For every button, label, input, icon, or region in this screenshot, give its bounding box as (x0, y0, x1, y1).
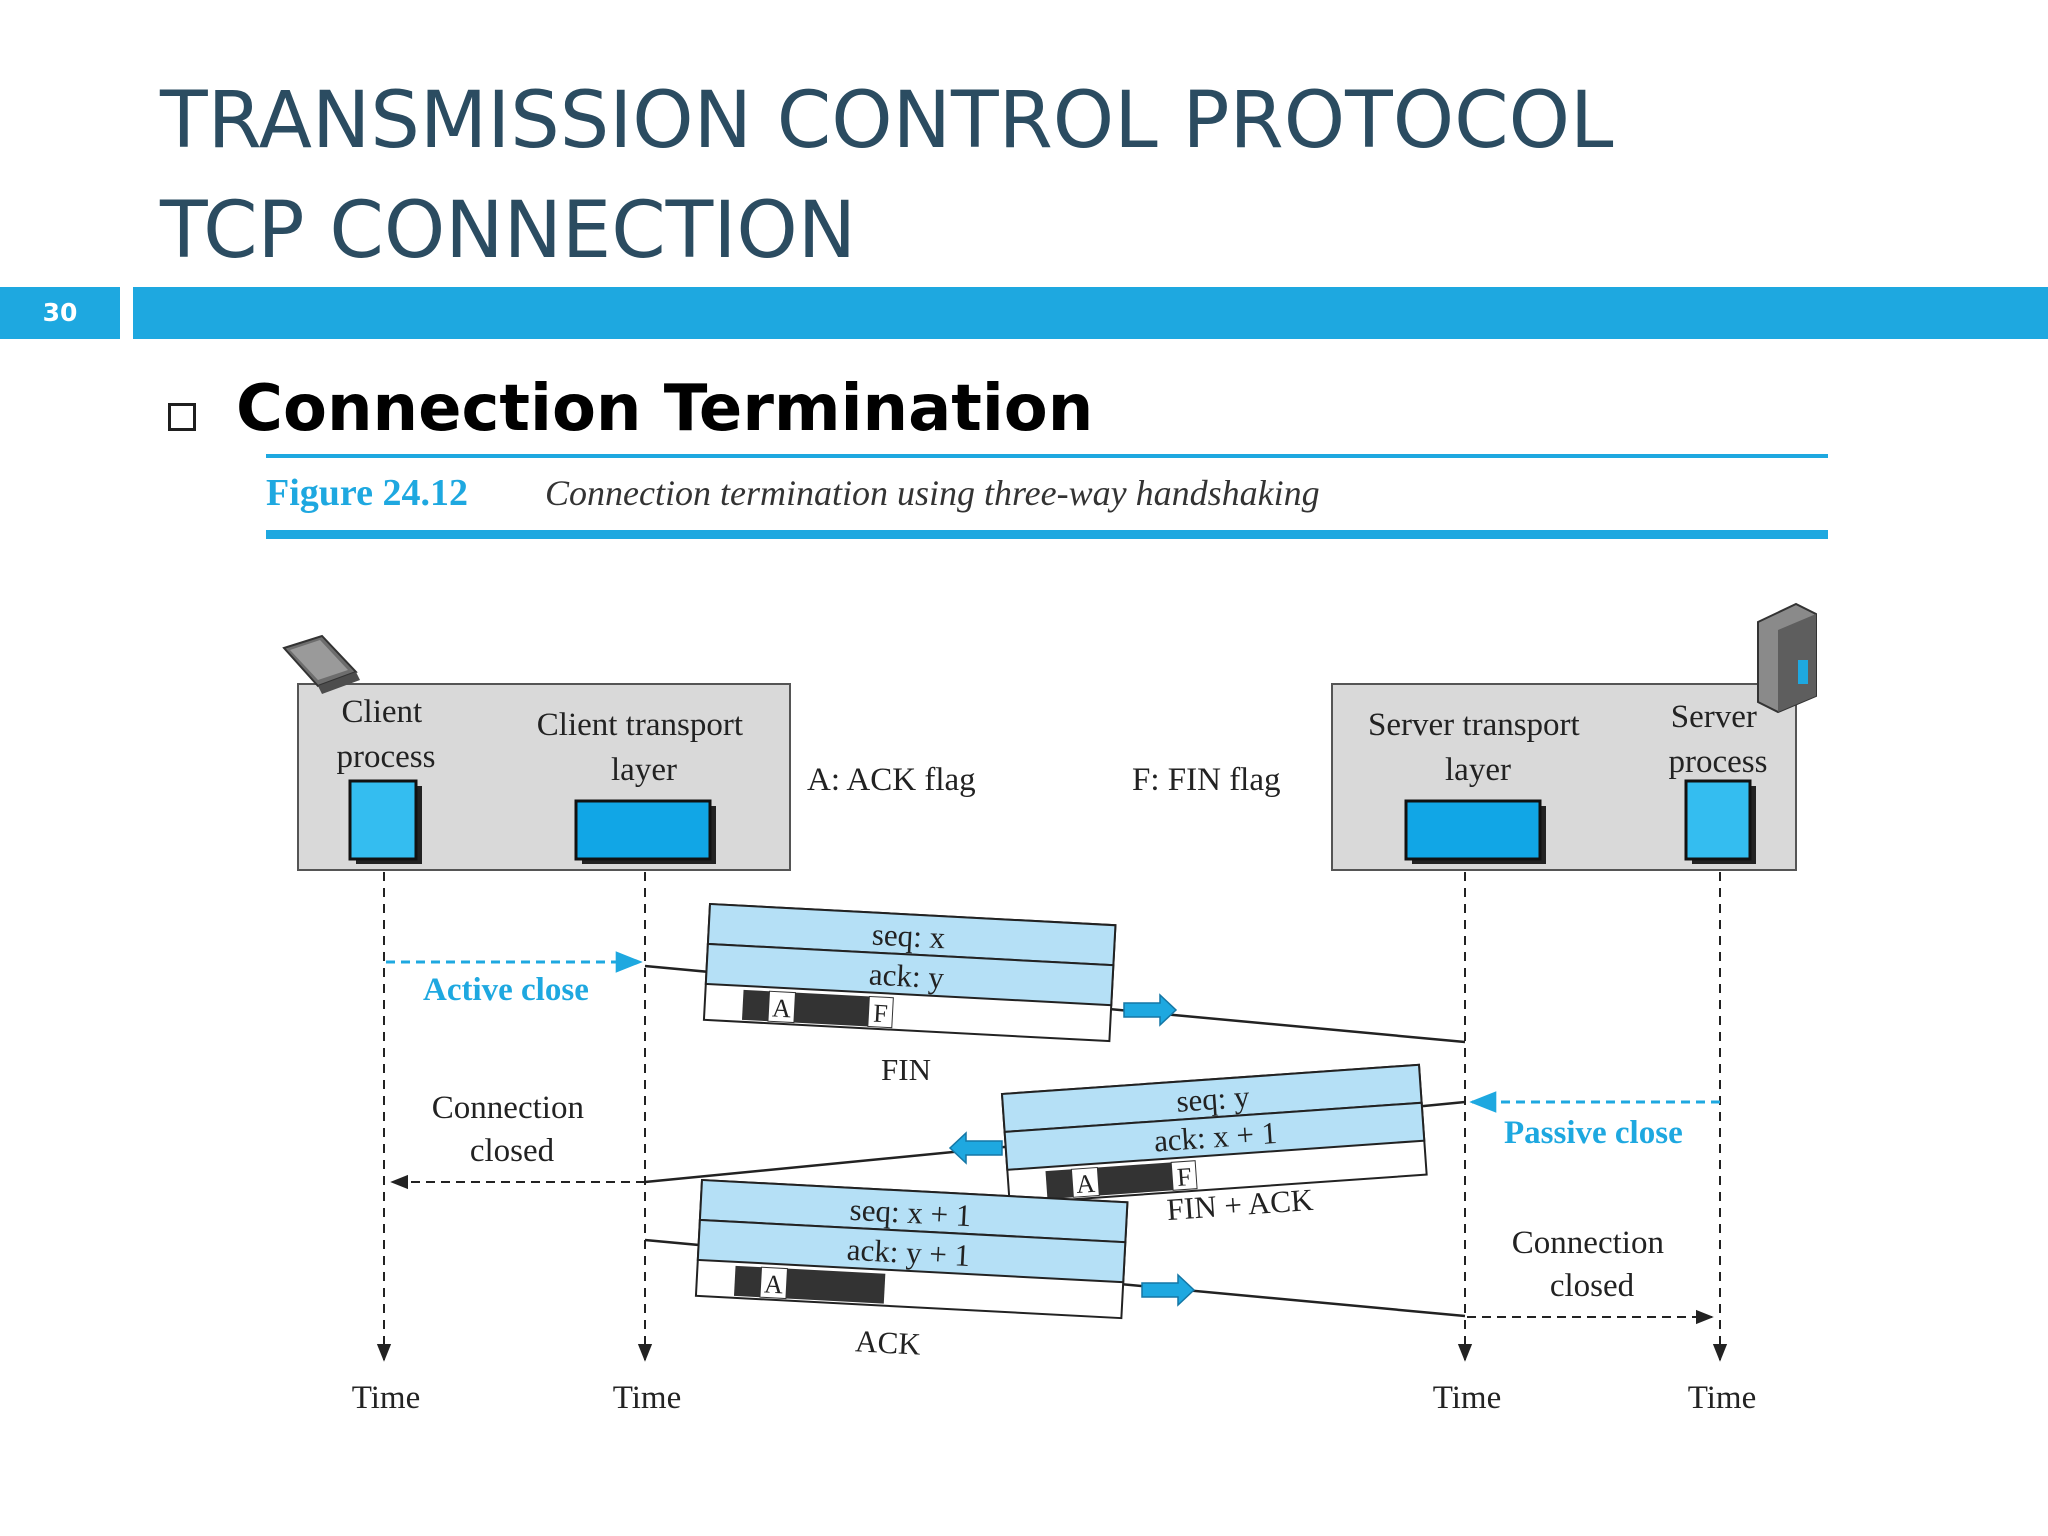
segment-ack: ack: x + 1 (1153, 1115, 1279, 1159)
slide-title-line2: TCP CONNECTION (160, 186, 857, 276)
slide-title: TRANSMISSION CONTROL PROTOCOL TCP CONNEC… (160, 66, 1613, 286)
active-close-label: Active close (423, 972, 589, 1008)
segment-ack: ack: y + 1 (846, 1232, 971, 1273)
timelines (376, 872, 1728, 1362)
legend-ack-flag: A: ACK flag (807, 762, 976, 798)
fin-flag-bit: F (1176, 1162, 1192, 1192)
server-tower-icon (1757, 602, 1817, 714)
segment-fin-ack: seq: y ack: x + 1 A F (1000, 1063, 1428, 1205)
segment-seq: seq: x (871, 917, 946, 956)
server-connection-closed-label: Connection closed (1512, 1225, 1672, 1304)
client-process-label: Client process (337, 694, 436, 775)
time-labels: Time Time Time Time (352, 1380, 1756, 1416)
time-label: Time (613, 1380, 681, 1416)
server-transport-block (1404, 799, 1542, 861)
direction-arrow-icon (948, 1131, 1003, 1165)
direction-arrow-icon (1141, 1273, 1196, 1307)
server-process-block (1684, 779, 1752, 861)
server-process-label: Server process (1669, 699, 1768, 780)
ack-flag-bit: A (1075, 1169, 1096, 1199)
caption-rule-top (266, 454, 1828, 458)
fin-flag-bit: F (873, 999, 889, 1029)
client-connection-closed-label: Connection closed (432, 1090, 592, 1169)
segment-name-ack: ACK (854, 1323, 922, 1361)
bullet-heading: Connection Termination (236, 372, 1094, 446)
client-transport-label: Client transport layer (537, 707, 751, 788)
laptop-icon (282, 634, 360, 694)
time-label: Time (352, 1380, 420, 1416)
segment-name-fin: FIN (881, 1052, 931, 1087)
page-number: 30 (0, 287, 120, 339)
caption-rule-bottom (266, 530, 1828, 539)
ack-flag-bit: A (771, 993, 791, 1023)
segment-ack: seq: x + 1 ack: y + 1 A (694, 1178, 1129, 1320)
legend-fin-flag: F: FIN flag (1132, 762, 1281, 798)
segment-ack: ack: y (868, 956, 945, 995)
client-process-block (348, 779, 418, 861)
passive-close-label: Passive close (1504, 1115, 1683, 1151)
direction-arrow-icon (1123, 993, 1178, 1027)
segment-seq: seq: y (1175, 1079, 1251, 1119)
slide-title-line1: TRANSMISSION CONTROL PROTOCOL (160, 76, 1614, 166)
time-label: Time (1688, 1380, 1756, 1416)
server-transport-label: Server transport layer (1368, 707, 1588, 788)
title-rule (133, 287, 2048, 339)
segment-seq: seq: x + 1 (849, 1192, 972, 1233)
ack-flag-bit: A (763, 1269, 783, 1299)
client-transport-block (574, 799, 712, 861)
time-label: Time (1433, 1380, 1501, 1416)
figure-caption: Connection termination using three-way h… (545, 473, 1320, 513)
figure-label: Figure 24.12 (266, 472, 468, 514)
segment-fin: seq: x ack: y A F (702, 902, 1117, 1043)
bullet-square-icon (168, 403, 196, 431)
